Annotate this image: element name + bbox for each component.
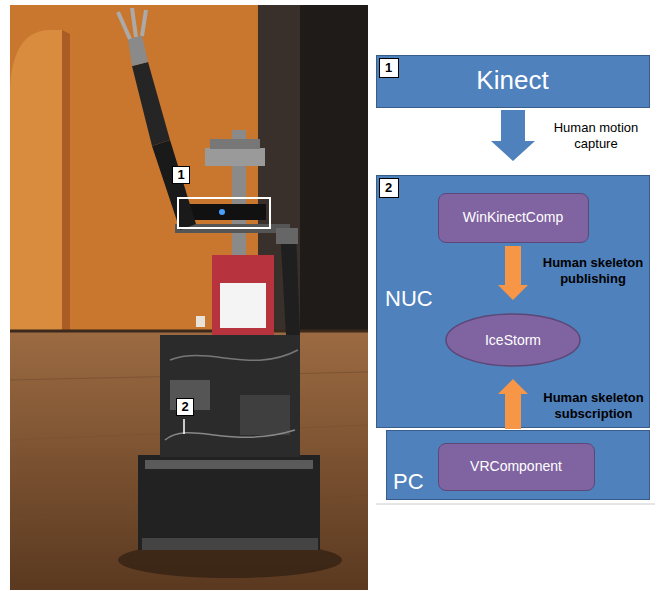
wrist	[128, 36, 148, 66]
callout-frame	[178, 198, 270, 228]
block-arrow	[491, 110, 535, 161]
callout-number: 2	[379, 178, 399, 198]
computer-box: PC VRComponent	[386, 430, 650, 500]
base-plate	[142, 538, 318, 550]
node-label: IceStorm	[485, 332, 541, 349]
panel-rule	[376, 504, 655, 505]
leader-line	[183, 419, 185, 434]
robot-hand	[118, 8, 146, 39]
screen	[220, 283, 266, 328]
dark-panel	[300, 5, 368, 335]
kinect-sensor	[182, 204, 266, 220]
arrow-label: Human skeleton publishing	[533, 255, 653, 287]
device-box: Kinect 1	[376, 55, 650, 108]
photo-frame	[10, 5, 368, 590]
component-box: WinKinectComp	[438, 193, 589, 243]
callout-number: 2	[176, 398, 194, 416]
right-arm	[280, 228, 300, 335]
node-label: 1	[385, 60, 392, 76]
arm-joint	[276, 228, 298, 244]
baseboard	[10, 330, 368, 333]
component-box: VRComponent	[438, 443, 595, 491]
node-label: PC	[393, 469, 424, 495]
node-label: WinKinectComp	[463, 209, 563, 226]
node-label: 2	[385, 180, 392, 196]
wall-outlet	[196, 316, 205, 327]
base-plate	[145, 460, 313, 469]
arrow-label: Human skeleton subscription	[536, 390, 651, 422]
node-label: Kinect	[476, 65, 548, 96]
robot-body	[160, 335, 300, 457]
forearm	[132, 62, 170, 146]
upper-arm	[152, 140, 196, 230]
robot-base	[138, 455, 320, 550]
kinect-light	[219, 209, 225, 215]
screen-frame	[212, 255, 274, 335]
door-arch	[10, 30, 62, 335]
robot-head	[205, 148, 265, 166]
callout-number: 1	[379, 58, 399, 78]
node-label: NUC	[385, 286, 433, 312]
electronics-box	[240, 395, 290, 435]
node-label: VRComponent	[470, 458, 562, 475]
head-camera	[210, 139, 260, 149]
wooden-floor	[10, 330, 368, 590]
arch-edge	[62, 30, 70, 335]
callout-number: 1	[172, 166, 190, 184]
wire	[170, 350, 298, 360]
broker-ellipse: IceStorm	[445, 313, 581, 367]
arrow-label: Human motion capture	[540, 120, 652, 152]
ellipse-shape	[446, 314, 580, 366]
